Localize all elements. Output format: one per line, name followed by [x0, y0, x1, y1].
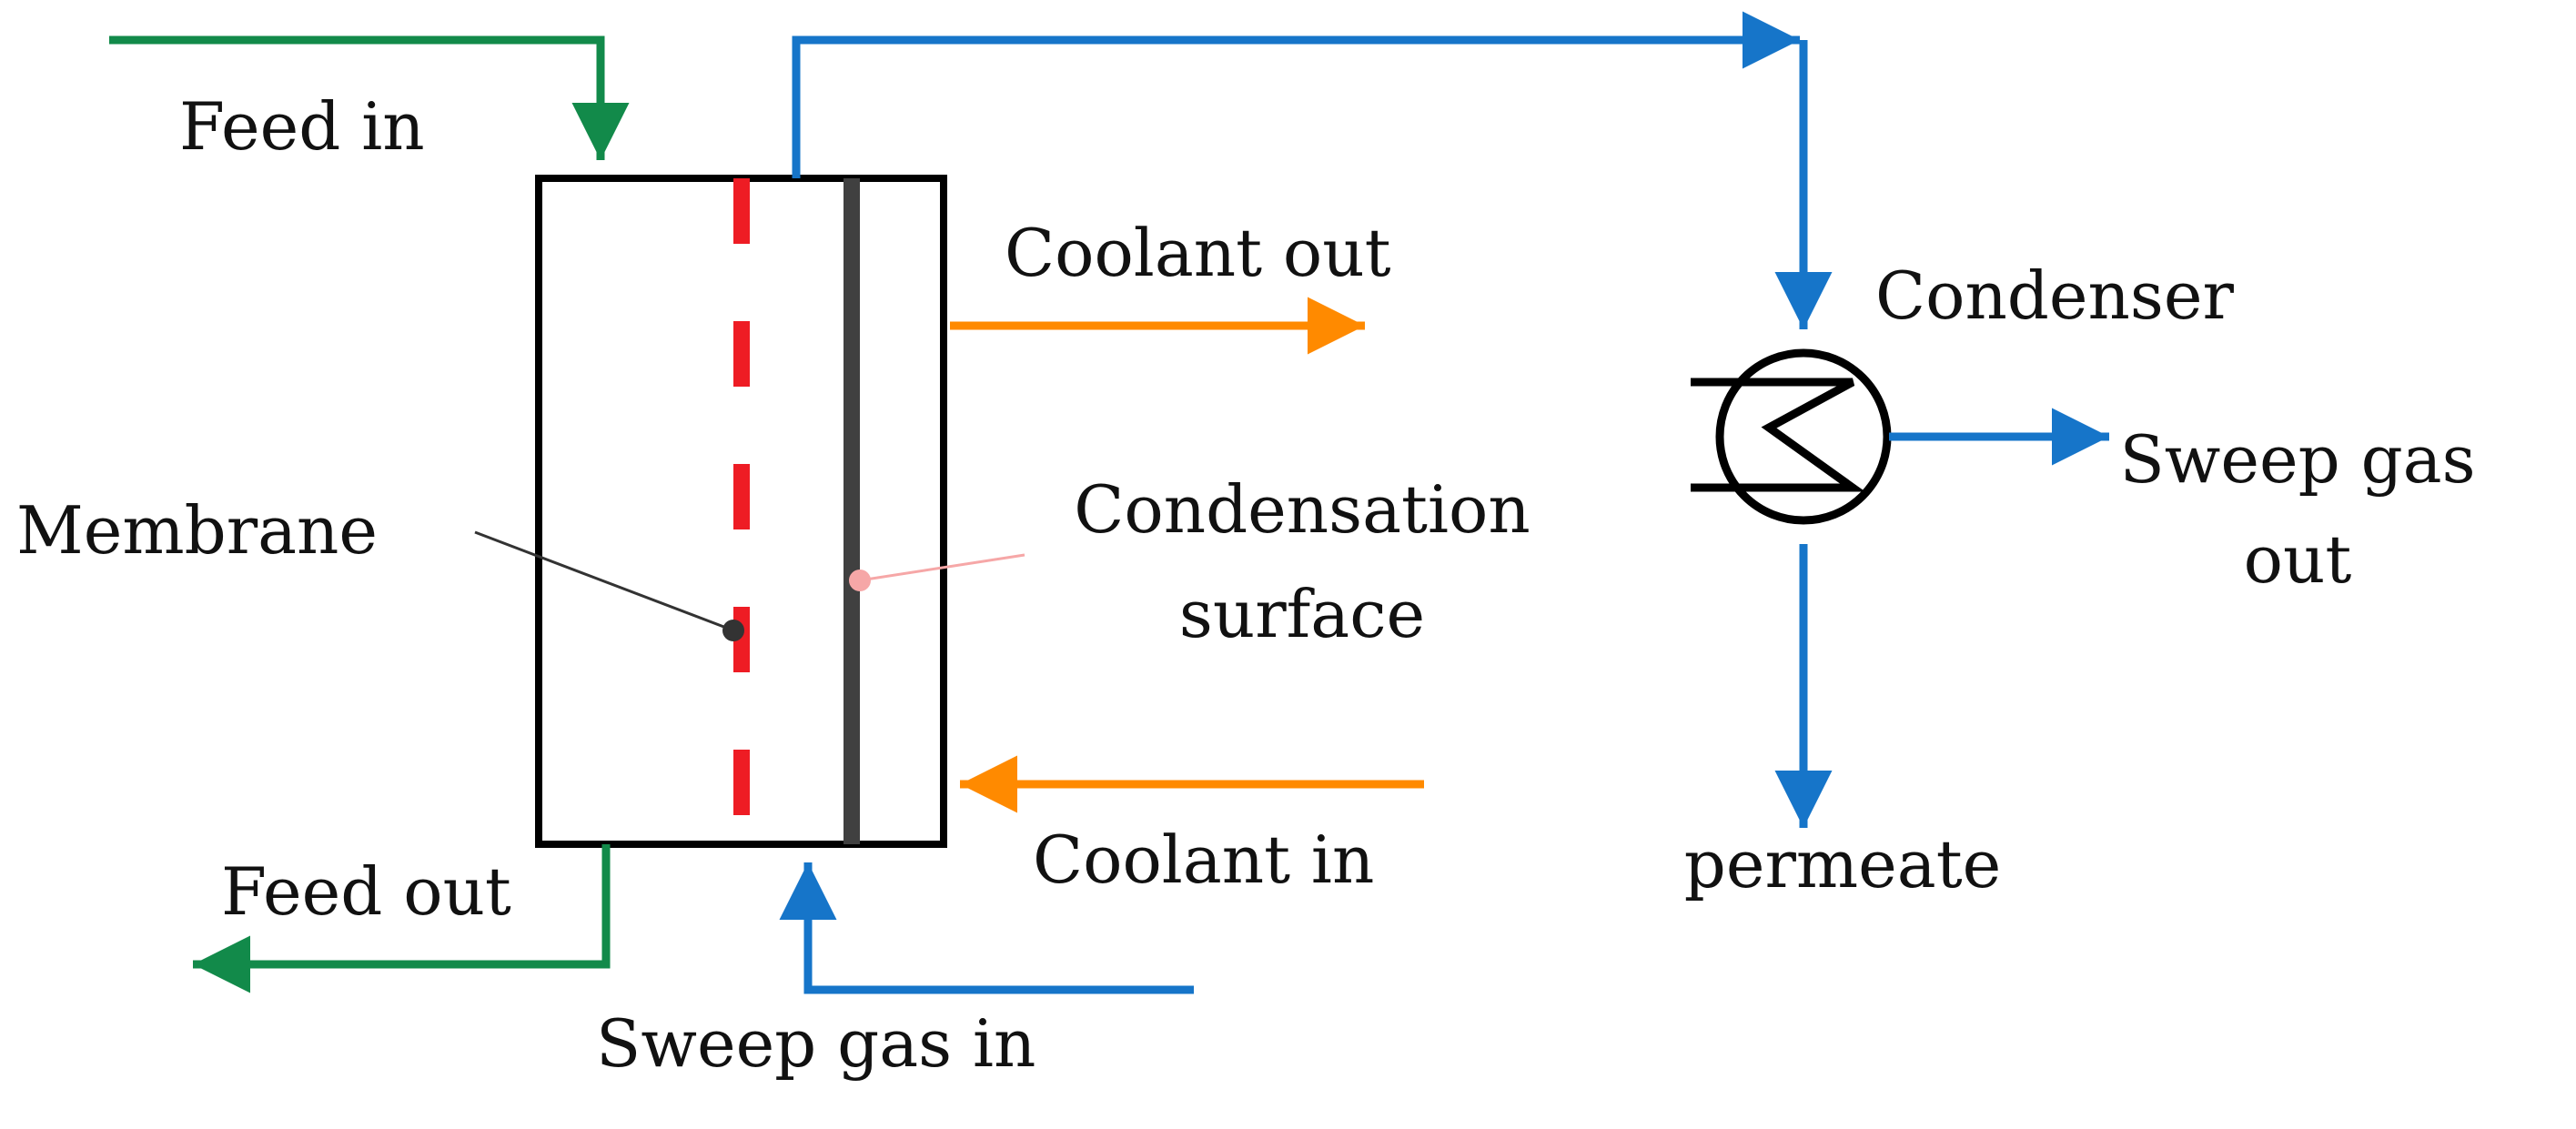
condensation-surface-label-line2: surface	[1179, 576, 1425, 652]
coolant-out-label: Coolant out	[1005, 215, 1391, 291]
condensation-surface-label-line1: Condensation	[1074, 471, 1530, 548]
feed-out-arrow	[193, 844, 611, 993]
sweep-gas-in-label: Sweep gas in	[596, 1005, 1035, 1082]
membrane-label: Membrane	[16, 492, 378, 569]
sweep-gas-out-label-line2: out	[2244, 521, 2352, 598]
feed-out-label: Feed out	[221, 853, 511, 930]
condenser-label: Condenser	[1875, 257, 2234, 334]
permeate-label: permeate	[1684, 826, 2001, 902]
sweep-gas-to-condenser-line	[792, 11, 1800, 178]
coolant-in-label: Coolant in	[1033, 822, 1374, 898]
sweep-gas-out-label-line1: Sweep gas	[2119, 421, 2475, 498]
feed-in-label: Feed in	[179, 88, 425, 165]
condensation-leader-dot	[849, 570, 871, 591]
sweep-gas-in-arrow	[779, 862, 1194, 994]
membrane-leader-dot	[722, 620, 744, 641]
feed-in-arrow	[109, 35, 630, 160]
condenser-coil	[1691, 378, 1865, 492]
condensation-leader-line	[859, 553, 1025, 582]
membrane-leader-line	[474, 530, 734, 632]
